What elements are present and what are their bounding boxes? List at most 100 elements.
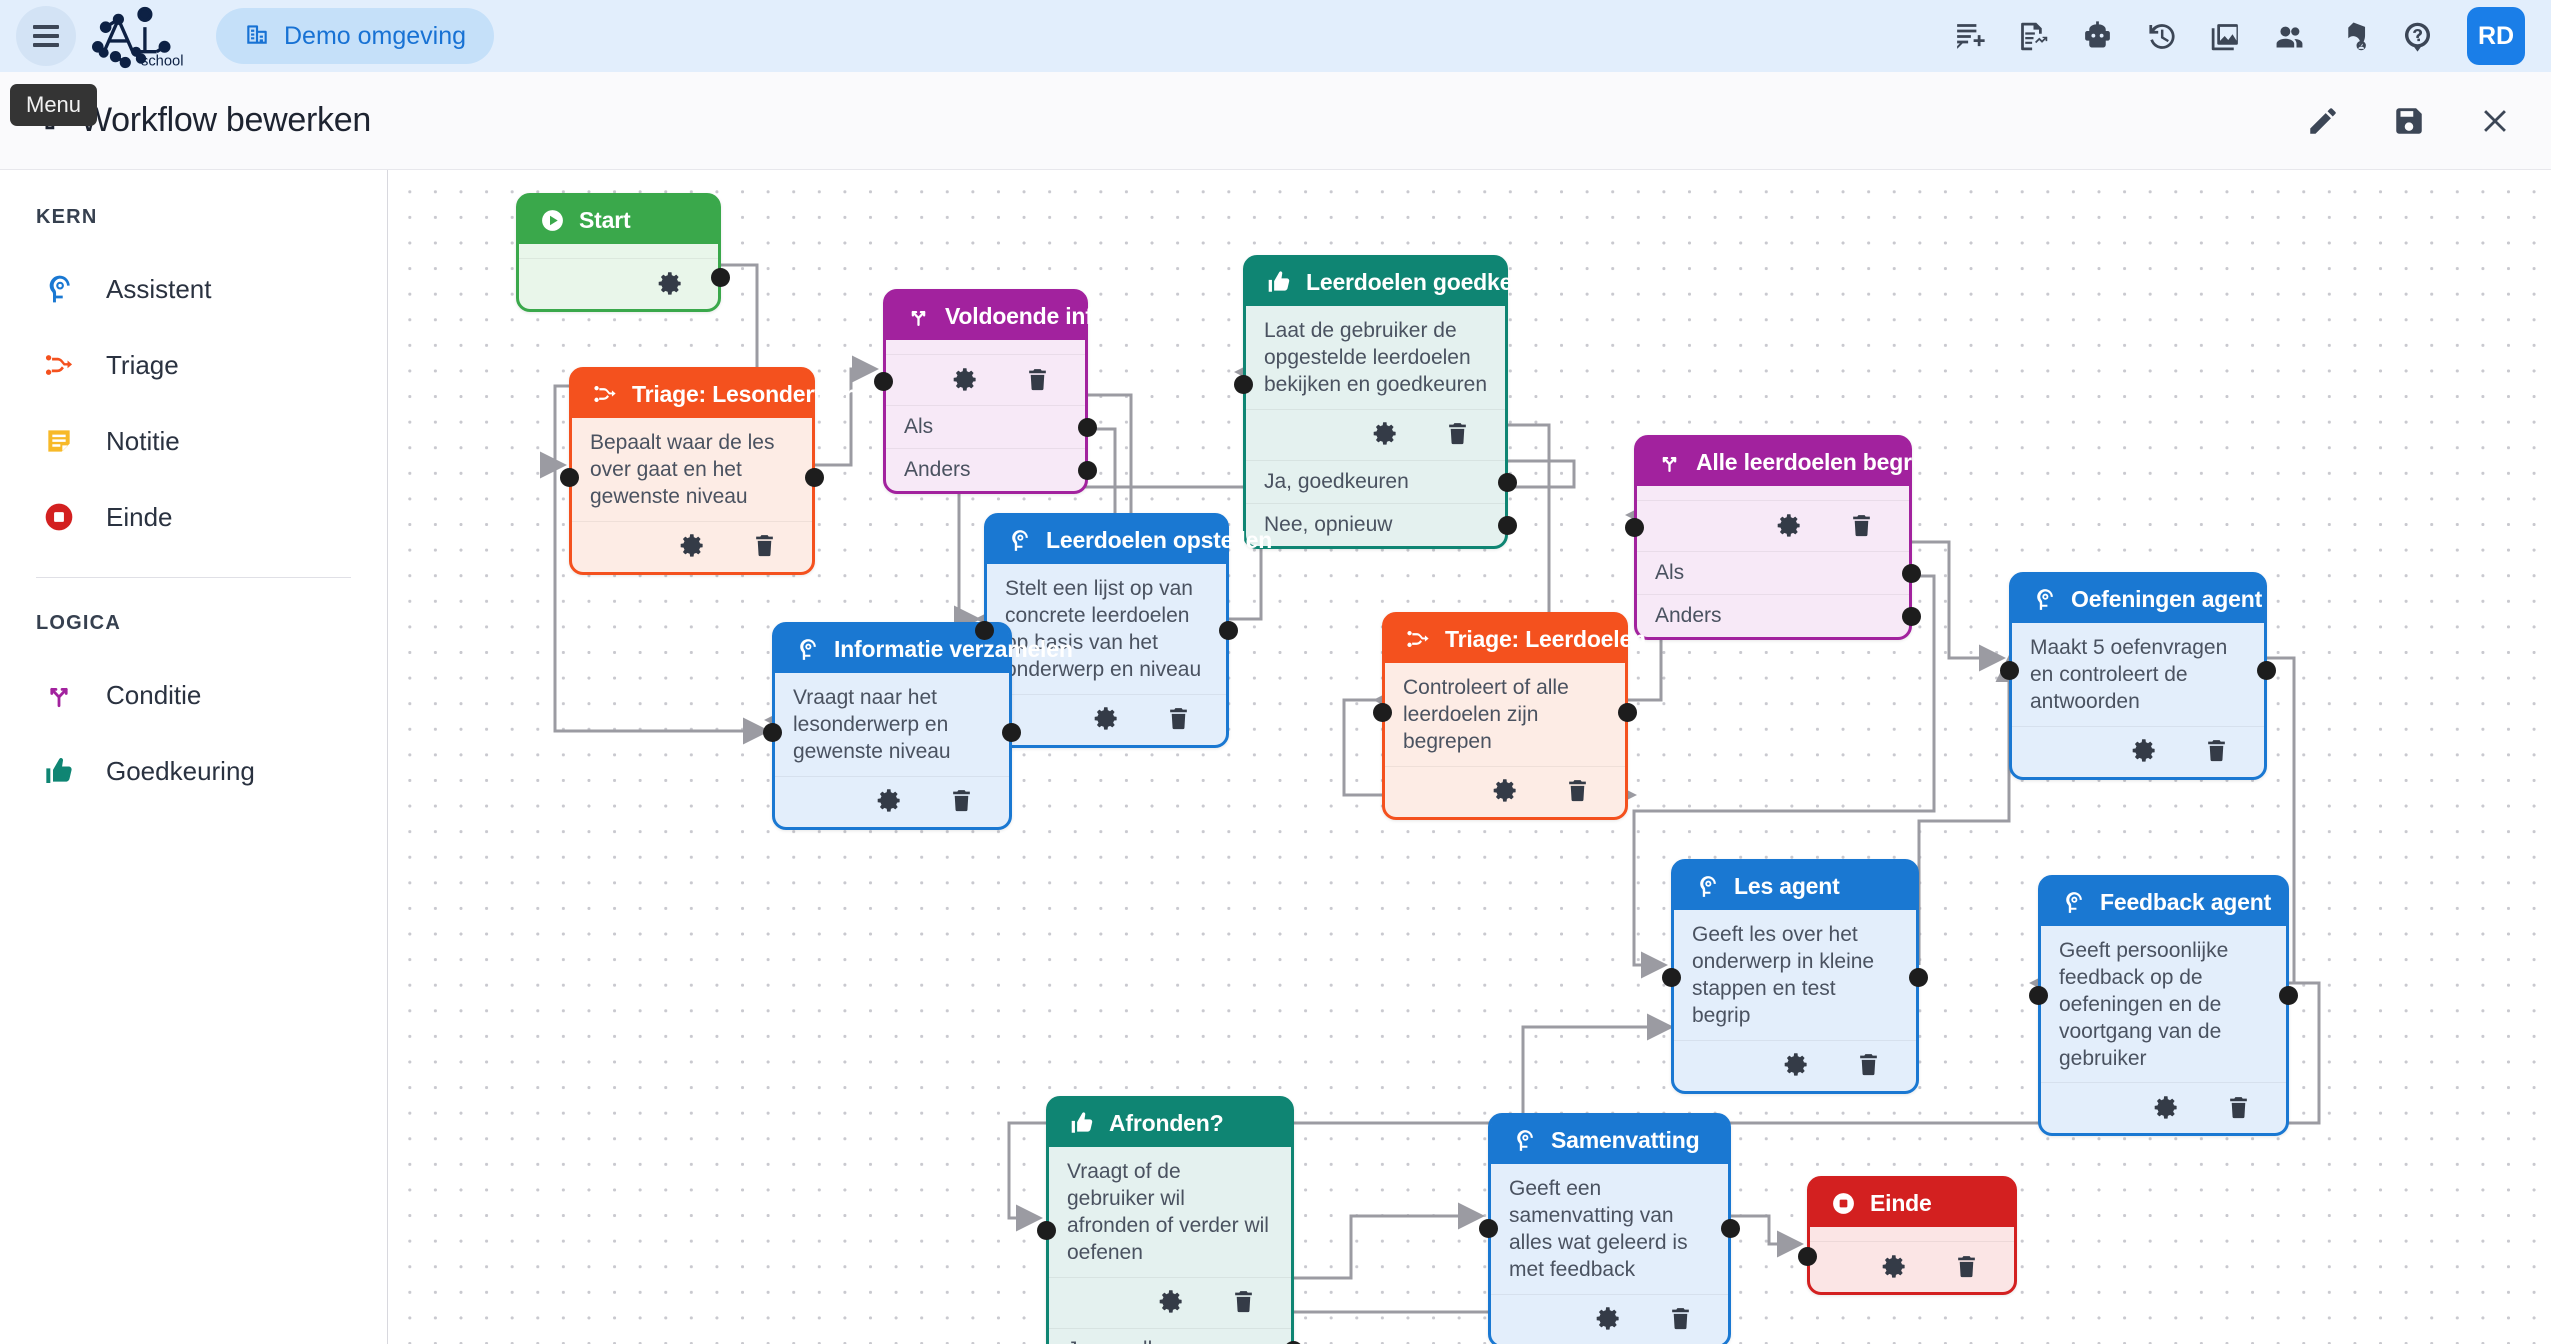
node-input-port[interactable]	[1662, 968, 1681, 987]
gear-icon[interactable]	[1594, 1305, 1622, 1333]
node-input-port[interactable]	[2029, 986, 2048, 1005]
node-output-port[interactable]	[1078, 418, 1097, 437]
node-output-port[interactable]	[1498, 515, 1517, 535]
node-output-port[interactable]	[1902, 607, 1921, 626]
trash-icon[interactable]	[1164, 705, 1192, 733]
gear-icon[interactable]	[1092, 705, 1120, 733]
node-input-port[interactable]	[1373, 703, 1392, 722]
node-output-row[interactable]: Ja, goedkeuren	[1246, 459, 1517, 503]
user-avatar[interactable]: RD	[2467, 7, 2525, 65]
trash-icon[interactable]	[1229, 1288, 1257, 1316]
sidebar-item-assistent[interactable]: Assistent	[0, 251, 387, 327]
node-header[interactable]: Triage: Leerdoelen	[1385, 615, 1646, 663]
node-output-port[interactable]	[1219, 621, 1238, 640]
node-input-port[interactable]	[1037, 1221, 1056, 1240]
trash-icon[interactable]	[1443, 420, 1471, 448]
history-icon[interactable]	[2141, 16, 2181, 56]
node-output-port[interactable]	[1078, 461, 1097, 480]
node-output-port[interactable]	[711, 268, 730, 287]
app-logo[interactable]: school	[86, 3, 194, 69]
node-header[interactable]: Triage: Lesonderwerp	[572, 370, 867, 418]
sidebar-item-goedkeuring[interactable]: Goedkeuring	[0, 733, 387, 809]
node-header[interactable]: Voldoende info?	[886, 292, 1121, 340]
node-output-row[interactable]: Nee, opnieuw	[1246, 502, 1517, 546]
node-header[interactable]: Oefeningen agent	[2012, 575, 2264, 623]
node-output-port[interactable]	[805, 468, 824, 487]
node-header[interactable]: Alle leerdoelen begrepen?	[1637, 438, 1979, 486]
node-output-row[interactable]: Anders	[886, 448, 1097, 491]
gear-icon[interactable]	[656, 269, 684, 297]
close-button[interactable]	[2477, 103, 2513, 139]
robot-icon[interactable]	[2077, 16, 2117, 56]
trash-icon[interactable]	[1952, 1252, 1980, 1280]
node-output-port[interactable]	[2279, 986, 2298, 1005]
workflow-node-start[interactable]: Start	[516, 193, 730, 312]
node-output-port[interactable]	[1909, 968, 1928, 987]
shield-person-icon[interactable]	[2333, 16, 2373, 56]
node-header[interactable]: Afronden?	[1049, 1099, 1291, 1147]
gear-icon[interactable]	[1775, 511, 1803, 539]
node-header[interactable]: Einde	[1810, 1179, 2014, 1227]
new-note-icon[interactable]	[1949, 16, 1989, 56]
gear-icon[interactable]	[1371, 420, 1399, 448]
node-header[interactable]: Les agent	[1674, 862, 1916, 910]
save-button[interactable]	[2391, 103, 2427, 139]
node-output-port[interactable]	[1284, 1340, 1303, 1344]
node-input-port[interactable]	[975, 621, 994, 640]
image-library-icon[interactable]	[2205, 16, 2245, 56]
gear-icon[interactable]	[1782, 1051, 1810, 1079]
node-header[interactable]: Informatie verzamelen	[775, 625, 1073, 673]
node-output-port[interactable]	[1498, 472, 1517, 492]
gear-icon[interactable]	[951, 365, 979, 393]
trash-icon[interactable]	[947, 787, 975, 815]
trash-icon[interactable]	[1847, 511, 1875, 539]
node-header[interactable]: Samenvatting	[1491, 1116, 1728, 1164]
node-input-port[interactable]	[1234, 375, 1253, 394]
gear-icon[interactable]	[1157, 1288, 1185, 1316]
gear-icon[interactable]	[678, 532, 706, 560]
sidebar-item-conditie[interactable]: Conditie	[0, 657, 387, 733]
edit-button[interactable]	[2305, 103, 2341, 139]
node-output-port[interactable]	[1618, 703, 1637, 722]
node-input-port[interactable]	[2000, 661, 2019, 680]
node-header[interactable]: Leerdoelen goedkeuren	[1246, 258, 1561, 306]
sidebar-item-triage[interactable]: Triage	[0, 327, 387, 403]
trash-icon[interactable]	[2224, 1093, 2252, 1121]
trash-icon[interactable]	[1666, 1305, 1694, 1333]
node-output-port[interactable]	[1721, 1219, 1740, 1238]
trash-icon[interactable]	[2202, 737, 2230, 765]
sidebar-item-notitie[interactable]: Notitie	[0, 403, 387, 479]
node-input-port[interactable]	[1479, 1219, 1498, 1238]
node-input-port[interactable]	[1798, 1247, 1817, 1266]
workflow-node-afronden[interactable]: Afronden?Vraagt of de gebruiker wil afro…	[1037, 1096, 1303, 1344]
node-output-row[interactable]: Als	[1637, 551, 1921, 594]
node-output-port[interactable]	[1002, 723, 1021, 742]
gear-icon[interactable]	[1491, 777, 1519, 805]
node-output-row[interactable]: Ja, goedkeuren	[1049, 1327, 1303, 1344]
sidebar-item-einde[interactable]: Einde	[0, 479, 387, 555]
node-input-port[interactable]	[1625, 518, 1644, 537]
gear-icon[interactable]	[1880, 1252, 1908, 1280]
node-output-port[interactable]	[1902, 564, 1921, 583]
workflow-node-einde[interactable]: Einde	[1798, 1176, 2017, 1295]
node-header[interactable]: Feedback agent	[2041, 878, 2286, 926]
node-output-row[interactable]: Anders	[1637, 594, 1921, 637]
environment-badge[interactable]: Demo omgeving	[216, 8, 495, 64]
node-header[interactable]: Start	[519, 196, 718, 244]
node-input-port[interactable]	[763, 723, 782, 742]
menu-toggle-button[interactable]	[16, 6, 76, 66]
gear-icon[interactable]	[2130, 737, 2158, 765]
gear-icon[interactable]	[875, 787, 903, 815]
document-scan-icon[interactable]	[2013, 16, 2053, 56]
